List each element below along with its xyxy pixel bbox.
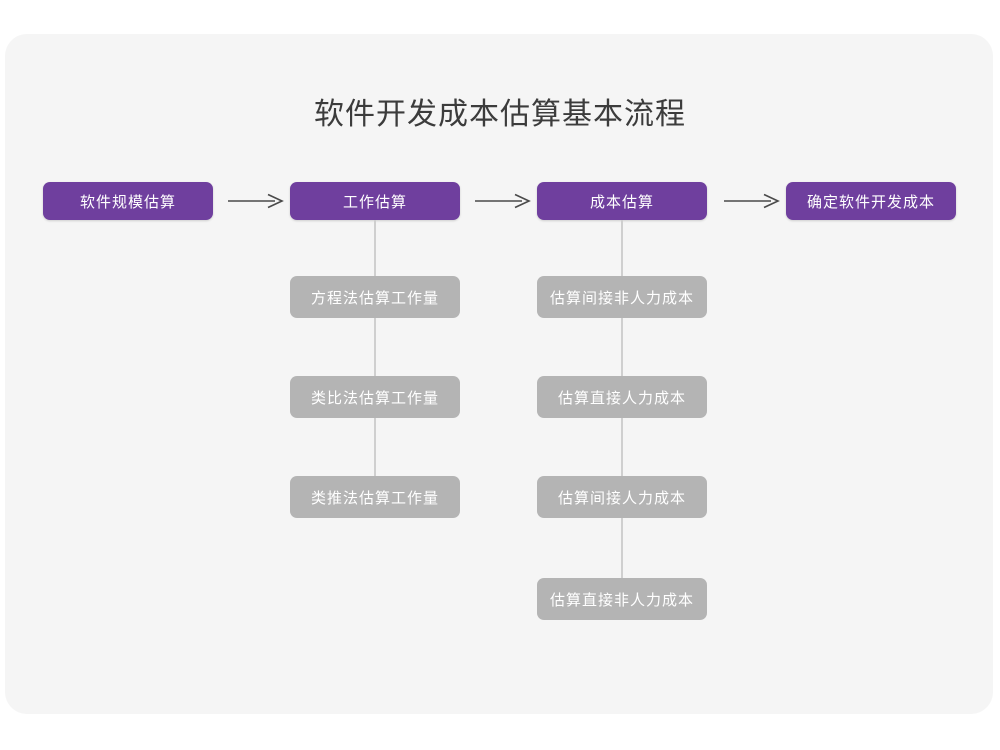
branch-effort-item-inference-method[interactable]: 类推法估算工作量 <box>290 476 460 518</box>
flow-step-effort-estimation[interactable]: 工作估算 <box>290 182 460 220</box>
branch-effort-item-equation-method[interactable]: 方程法估算工作量 <box>290 276 460 318</box>
content-card <box>5 34 993 714</box>
flow-arrow-2 <box>472 189 534 213</box>
branch-cost-item-direct-labor[interactable]: 估算直接人力成本 <box>537 376 707 418</box>
branch-connector-cost <box>621 220 623 620</box>
branch-effort-item-analogy-method[interactable]: 类比法估算工作量 <box>290 376 460 418</box>
flow-arrow-3 <box>721 189 783 213</box>
branch-connector-effort <box>374 220 376 518</box>
page-title: 软件开发成本估算基本流程 <box>314 98 686 131</box>
branch-cost-item-indirect-nonlabor[interactable]: 估算间接非人力成本 <box>537 276 707 318</box>
flow-step-cost-estimation[interactable]: 成本估算 <box>537 182 707 220</box>
branch-cost-item-direct-nonlabor[interactable]: 估算直接非人力成本 <box>537 578 707 620</box>
flow-step-software-scale-estimation[interactable]: 软件规模估算 <box>43 182 213 220</box>
flow-step-determine-development-cost[interactable]: 确定软件开发成本 <box>786 182 956 220</box>
flow-arrow-1 <box>225 189 287 213</box>
branch-cost-item-indirect-labor[interactable]: 估算间接人力成本 <box>537 476 707 518</box>
